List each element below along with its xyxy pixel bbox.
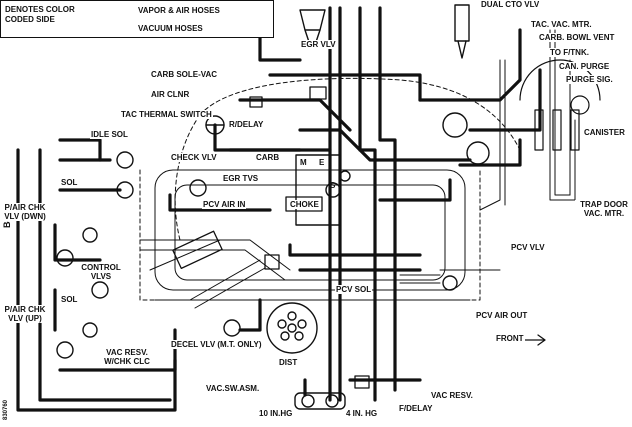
label-idle-sol: IDLE SOL: [90, 130, 129, 139]
label-r-delay: R/DELAY: [228, 120, 265, 129]
label-purge-sig: PURGE SIG.: [565, 75, 614, 84]
label-p-air-chk-vlv-up: P/AIR CHK VLV (UP): [2, 305, 48, 323]
decel-valve: [223, 319, 241, 337]
label-sol-bottom: SOL: [60, 295, 79, 304]
dual-cto-valve: [454, 4, 470, 59]
legend-vacuum: VACUUM HOSES: [137, 24, 204, 33]
r-delay-valve: [249, 96, 263, 108]
label-can-purge: CAN. PURGE: [558, 62, 611, 71]
p-air-chk-vlv-dwn: [82, 227, 98, 243]
legend-coded-side-1: DENOTES COLOR: [4, 5, 76, 14]
air-cleaner-outline: [139, 77, 521, 301]
label-dual-cto-vlv: DUAL CTO VLV: [480, 0, 541, 9]
pcv-air-in-filter: [172, 230, 223, 270]
label-control-vlvs: CONTROL VLVS: [80, 263, 122, 281]
carb-s-mark: S: [330, 181, 336, 190]
label-sol-top: SOL: [60, 178, 79, 187]
sol-bottom: [91, 281, 109, 299]
label-tac-vac-mtr: TAC. VAC. MTR.: [530, 20, 593, 29]
margin-code: 830760: [3, 399, 9, 420]
tac-vac-motor: [442, 112, 468, 138]
control-vlv-1: [56, 249, 74, 267]
label-front: FRONT: [495, 334, 525, 343]
label-pcv-vlv: PCV VLV: [510, 243, 546, 252]
label-pcv-air-out: PCV AIR OUT: [475, 311, 529, 320]
label-air-clnr: AIR CLNR: [150, 90, 191, 99]
label-f-delay: F/DELAY: [398, 404, 434, 413]
label-choke: CHOKE: [289, 200, 320, 209]
label-dist: DIST: [278, 358, 299, 367]
carb-m-mark: M: [300, 158, 307, 167]
label-decel-vlv: DECEL VLV (M.T. ONLY): [170, 340, 263, 349]
label-egr-tvs: EGR TVS: [222, 174, 260, 183]
control-vlv-2: [56, 341, 74, 359]
carb-sole-vac-valve: [309, 86, 327, 100]
label-canister: CANISTER: [583, 128, 626, 137]
f-delay-valve: [354, 375, 370, 389]
label-carb-sole-vac: CARB SOLE-VAC: [150, 70, 219, 79]
vac-sw-asm: [294, 392, 346, 410]
label-4-in-hg: 4 IN. HG: [345, 409, 379, 418]
carb-e-mark: E: [319, 158, 325, 167]
idle-sol: [116, 151, 134, 169]
pcv-sol: [264, 254, 280, 270]
legend-coded-side-2: CODED SIDE: [4, 15, 56, 24]
label-carb: CARB: [255, 153, 281, 162]
vapor-air-hoses: [139, 29, 576, 309]
distributor: [266, 302, 318, 354]
label-p-air-chk-vlv-dwn: P/AIR CHK VLV (DWN): [2, 203, 48, 221]
sol-top: [116, 181, 134, 199]
legend-box: DENOTES COLOR CODED SIDE VAPOR & AIR HOS…: [0, 0, 274, 38]
trap-door-vac-motor: [466, 141, 490, 165]
carburetor: [295, 154, 351, 226]
label-vac-resv-chk-clc: VAC RESV. W/CHK CLC: [100, 348, 154, 366]
label-10-in-hg: 10 IN.HG: [258, 409, 294, 418]
egr-tvs: [189, 179, 207, 197]
p-air-chk-vlv-up: [82, 322, 98, 338]
tac-thermal-switch: [205, 115, 225, 135]
label-vac-resv: VAC RESV.: [430, 391, 474, 400]
label-check-vlv: CHECK VLV: [170, 153, 218, 162]
pcv-valve: [442, 275, 458, 291]
label-to-f-tnk: TO F/TNK.: [549, 48, 590, 57]
label-pcv-sol: PCV SOL: [335, 285, 373, 294]
label-carb-bowl-vent: CARB. BOWL VENT: [538, 33, 616, 42]
choke-box: [285, 196, 323, 212]
engine-block-outline: [154, 169, 471, 301]
legend-vapor-air: VAPOR & AIR HOSES: [137, 6, 221, 15]
label-trap-door-vac-mtr: TRAP DOOR VAC. MTR.: [575, 200, 632, 218]
label-egr-vlv: EGR VLV: [300, 40, 337, 49]
label-tac-thermal-switch: TAC THERMAL SWITCH: [120, 110, 213, 119]
label-vac-sw-asm: VAC.SW.ASM.: [205, 384, 261, 393]
label-pcv-air-in: PCV AIR IN: [202, 200, 247, 209]
